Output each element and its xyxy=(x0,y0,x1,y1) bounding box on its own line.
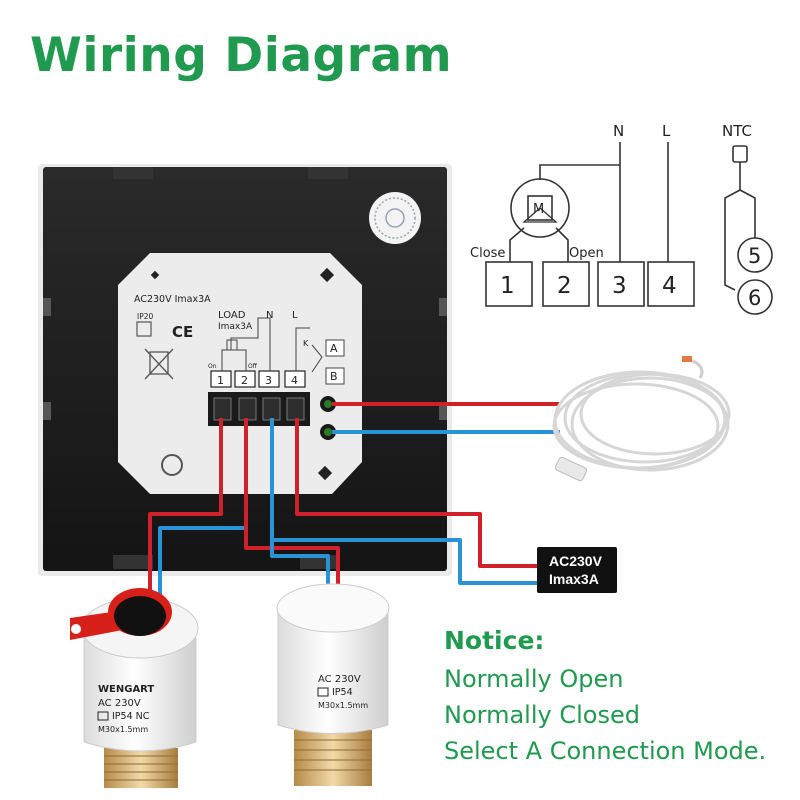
schematic-ntc-label: NTC xyxy=(722,122,752,140)
notice-line: Select A Connection Mode. xyxy=(444,737,767,765)
weee-icon xyxy=(144,348,174,380)
ce-mark: CE xyxy=(172,323,193,341)
schematic-l-label: L xyxy=(662,122,671,140)
motor-label: M xyxy=(533,202,544,217)
actuator-left-brand: WENGART xyxy=(98,684,154,695)
actuator-right-ip: IP54 xyxy=(332,687,353,698)
on-label: On xyxy=(208,363,217,370)
a-label: A xyxy=(330,342,338,355)
notice-line: Normally Closed xyxy=(444,701,640,729)
diagram-labels: AC230V Imax3A IP20 CE LOAD Imax3A N L On… xyxy=(97,122,761,734)
terminal-block xyxy=(208,392,310,426)
qc-sticker xyxy=(369,192,421,244)
terminal-housing xyxy=(118,253,362,494)
actuator-right-rating: AC 230V xyxy=(318,674,361,685)
close-label: Close xyxy=(470,246,505,261)
power-supply-label: AC230V Imax3A xyxy=(537,547,617,593)
actuator-left-thread: M30x1.5mm xyxy=(98,725,148,734)
housing-terminal-boxes xyxy=(210,370,306,388)
terminal-1-label: 1 xyxy=(217,374,224,387)
schematic-terminal-1: 1 xyxy=(500,273,515,299)
notice-line: Normally Open xyxy=(444,665,624,693)
actuator-left xyxy=(70,588,199,788)
notice-block: Notice: Normally Open Normally Closed Se… xyxy=(444,626,766,769)
schematic-terminal-2: 2 xyxy=(557,273,572,299)
wires xyxy=(148,402,560,598)
power-voltage: AC230V xyxy=(549,553,602,569)
imax-label: Imax3A xyxy=(218,322,253,332)
notice-heading: Notice: xyxy=(444,626,545,655)
housing-schematic xyxy=(221,317,345,385)
actuator-right-thread: M30x1.5mm xyxy=(318,701,368,710)
open-label: Open xyxy=(569,246,604,261)
schematic-terminal-4: 4 xyxy=(662,273,677,299)
schematic-n-label: N xyxy=(613,122,624,140)
sensor-terminal-6: 6 xyxy=(748,286,761,310)
load-label: LOAD xyxy=(218,310,246,321)
schematic-terminal-3: 3 xyxy=(612,273,627,299)
rating-label: AC230V Imax3A xyxy=(134,294,211,305)
actuator-left-rating: AC 230V xyxy=(98,698,141,709)
page-title: Wiring Diagram xyxy=(30,28,453,83)
ip-label: IP20 xyxy=(137,312,154,321)
wire-t4-power xyxy=(295,418,537,568)
terminal-4-label: 4 xyxy=(291,374,298,387)
sensor-jacks xyxy=(320,396,336,440)
terminal-2-label: 2 xyxy=(241,374,248,387)
k-label: K xyxy=(303,339,309,348)
wire-t3-power xyxy=(270,418,537,585)
off-label: Off xyxy=(248,363,258,370)
wire-t2-right xyxy=(244,418,340,595)
l-label: L xyxy=(292,310,298,321)
actuator-left-ip: IP54 NC xyxy=(112,711,150,722)
wire-t1 xyxy=(148,418,223,598)
terminal-3-label: 3 xyxy=(265,374,272,387)
ntc-sensor-cable xyxy=(552,356,731,482)
n-label: N xyxy=(266,310,273,321)
sensor-terminal-5: 5 xyxy=(748,244,761,268)
b-label: B xyxy=(330,370,338,383)
power-current: Imax3A xyxy=(549,571,599,587)
actuator-right xyxy=(276,583,390,786)
schematic xyxy=(485,142,773,315)
